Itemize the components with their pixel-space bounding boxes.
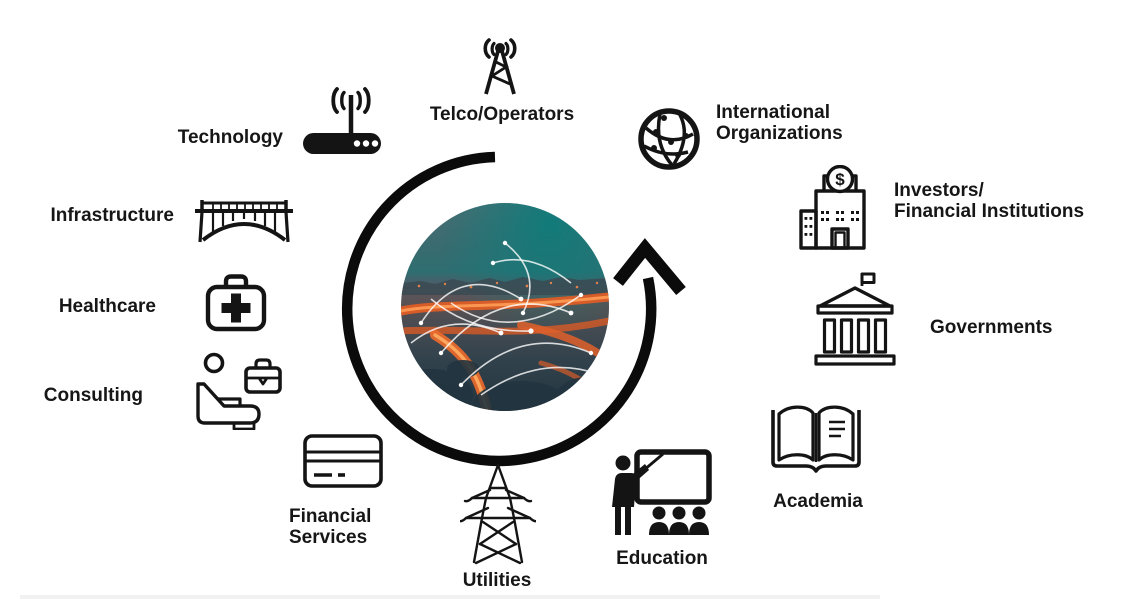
stakeholder-label: Academia [773,491,863,512]
bank-coin-icon: $ [799,165,866,250]
stakeholder-label: International Organizations [716,102,843,144]
antenna-tower-icon [483,38,517,95]
coin-dollar-glyph: $ [835,170,845,189]
stakeholder-label: Consulting [43,385,143,406]
wifi-router-icon [303,87,381,154]
stakeholder-label: Investors/ Financial Institutions [894,180,1085,222]
globe-network-icon [638,108,700,170]
teacher-classroom-icon [612,449,712,535]
stakeholder-label: Technology [177,127,283,148]
credit-card-icon [303,434,383,488]
first-aid-kit-icon [205,274,267,332]
bottom-divider [20,595,880,599]
consultant-chair-icon [196,352,282,430]
stakeholder-label: Utilities [462,570,532,591]
stakeholder-label: Financial Services [289,506,372,548]
stakeholder-label: Education [616,548,708,569]
stakeholder-label: Infrastructure [50,205,174,226]
center-photo [401,203,609,411]
city-network-image [401,203,609,411]
stakeholder-label: Governments [930,317,1053,338]
bridge-icon [195,200,293,243]
stakeholder-label: Telco/Operators [429,104,575,125]
power-pylon-icon [460,463,536,565]
open-book-icon [771,405,861,473]
government-building-icon [814,272,896,366]
stakeholder-label: Healthcare [58,296,156,317]
